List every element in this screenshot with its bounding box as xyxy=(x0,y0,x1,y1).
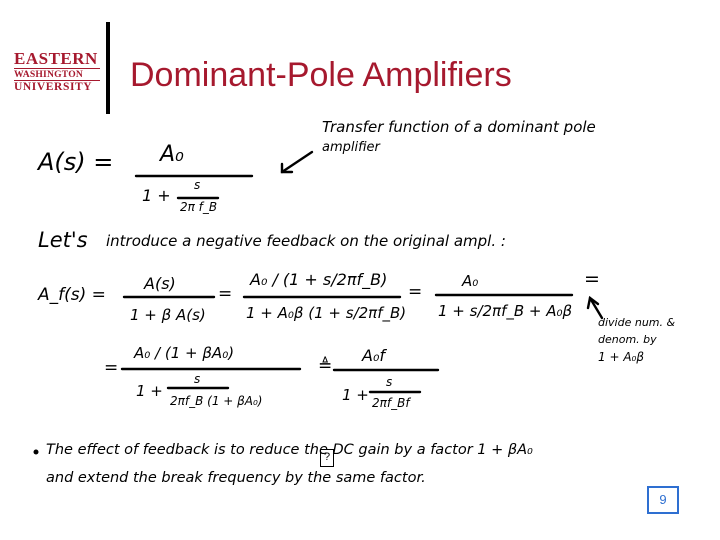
aof-numerator: A₀f xyxy=(362,346,385,365)
note-arrow-head xyxy=(280,162,294,174)
slide-title: Dominant-Pole Amplifiers xyxy=(130,56,512,94)
af-den-1: 1 + β A(s) xyxy=(130,306,206,324)
aof-den-s: s xyxy=(386,375,393,389)
af-eq-sign-3: = xyxy=(584,268,600,290)
definition-sign: ≜ xyxy=(318,356,333,376)
transfer-note-line1: Transfer function of a dominant pole xyxy=(322,118,596,136)
bullet-dot xyxy=(33,449,39,455)
eq1-numerator: A₀ xyxy=(160,142,184,167)
logo-line-eastern: EASTERN xyxy=(14,49,98,68)
replacement-glyph: ? xyxy=(320,449,334,467)
eq1-den-prefix: 1 + xyxy=(142,186,171,205)
af-lhs: A_f(s) = xyxy=(38,285,106,305)
university-logo: EASTERN WASHINGTON UNIVERSITY xyxy=(14,50,100,94)
final-den-prefix: 1 + xyxy=(136,382,163,400)
af-den-2: 1 + A₀β (1 + s/2πf_B) xyxy=(246,304,407,322)
af-eq-sign-1: = xyxy=(218,284,233,304)
final-den-freq: 2πf_B (1 + βA₀) xyxy=(170,394,263,408)
divide-note-arrow-line xyxy=(588,296,604,320)
af-den-3: 1 + s/2πf_B + A₀β xyxy=(438,302,573,320)
logo-line-university: UNIVERSITY xyxy=(14,81,93,93)
logo-line-washington: WASHINGTON xyxy=(14,68,100,81)
divide-note-arrow-head xyxy=(586,295,600,310)
af-num-1: A(s) xyxy=(144,274,176,293)
bullet-line-2: and extend the break frequency by the sa… xyxy=(46,470,426,486)
intro-rest: introduce a negative feedback on the ori… xyxy=(106,232,506,250)
divide-note-line2: denom. by xyxy=(598,333,657,346)
aof-den-freq: 2πf_Bf xyxy=(372,396,410,410)
eq1-lhs: A(s) = xyxy=(38,148,114,176)
page-number-box: 9 xyxy=(647,486,679,514)
transfer-note-line2: amplifier xyxy=(322,140,380,155)
af-eq-sign-2: = xyxy=(408,282,423,302)
final-eq-sign: = xyxy=(104,358,119,378)
final-numerator: A₀ / (1 + βA₀) xyxy=(134,344,235,362)
bullet-line-1: The effect of feedback is to reduce the … xyxy=(46,442,533,458)
aof-den-prefix: 1 + xyxy=(342,386,369,404)
divide-note-line1: divide num. & xyxy=(598,316,676,329)
final-den-s: s xyxy=(194,372,201,386)
eq1-den-freq: 2π f_B xyxy=(180,200,218,214)
divide-note-line3: 1 + A₀β xyxy=(598,350,644,364)
page-number: 9 xyxy=(659,492,667,507)
eq1-den-s: s xyxy=(194,178,201,192)
af-num-2: A₀ / (1 + s/2πf_B) xyxy=(250,270,388,289)
intro-lets: Let's xyxy=(38,228,88,252)
af-num-3: A₀ xyxy=(462,272,479,290)
note-arrow-line xyxy=(280,150,314,174)
title-divider xyxy=(106,22,110,114)
